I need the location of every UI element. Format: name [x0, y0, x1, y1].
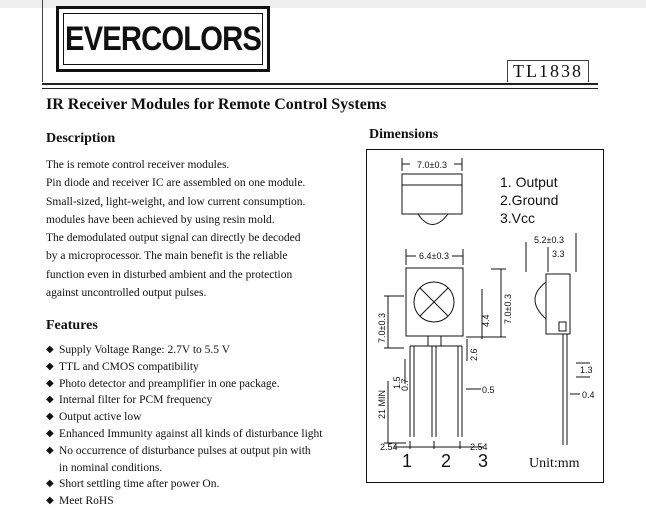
dim-label: 3.3	[552, 249, 565, 259]
feature-text: TTL and CMOS compatibility	[59, 360, 199, 373]
dim-label: 1.3	[580, 365, 593, 375]
drawing-frame	[366, 149, 604, 483]
dim-label: 2.6	[469, 348, 479, 361]
dimensions-drawing: 7.0±0.3 1. Output 2.Ground 3.Vcc 5.2±0.3…	[366, 149, 604, 483]
diamond-bullet-icon: ◆	[46, 344, 54, 355]
description-line: The demodulated output signal can direct…	[46, 232, 301, 245]
diamond-bullet-icon: ◆	[46, 377, 54, 389]
feature-text: Internal filter for PCM frequency	[59, 394, 213, 407]
feature-item: ◆ Internal filter for PCM frequency	[46, 392, 376, 409]
description-line: against uncontrolled output pulses.	[46, 287, 207, 300]
description-line: function even in disturbed ambient and t…	[46, 268, 293, 281]
dim-label: 7.0±0.3	[377, 313, 387, 343]
dim-label: 5.2±0.3	[534, 235, 564, 245]
dim-label: 0.4	[582, 390, 595, 400]
diamond-bullet-icon: ◆	[46, 495, 54, 507]
header-rule-thick	[42, 83, 598, 85]
dim-label: 2.54	[380, 442, 398, 452]
side-view-notch	[558, 321, 567, 332]
feature-item: ◆ Short settling time after power On.	[46, 476, 376, 493]
pin-number: 1	[402, 451, 412, 471]
description-line: by a microprocessor. The main benefit is…	[46, 250, 288, 263]
pin-legend: 3.Vcc	[500, 210, 535, 226]
description-text: The is remote control receiver modules. …	[46, 156, 366, 302]
pin-legend: 1. Output	[500, 174, 558, 190]
pin-number: 2	[441, 451, 451, 471]
diamond-bullet-icon: ◆	[46, 360, 54, 372]
pin-legend: 2.Ground	[500, 192, 558, 208]
dim-label: 4.4	[481, 314, 491, 327]
feature-text: No occurrence of disturbance pulses at o…	[59, 444, 311, 457]
dim-label: 7.0±0.3	[417, 160, 447, 170]
description-heading: Description	[46, 131, 116, 146]
top-view-lens	[417, 213, 449, 225]
unit-label: Unit:mm	[529, 456, 580, 471]
document-title: IR Receiver Modules for Remote Control S…	[46, 96, 387, 113]
feature-text: Supply Voltage Range: 2.7V to 5.5 V	[59, 344, 231, 356]
diamond-bullet-icon: ◆	[46, 427, 54, 439]
top-bar	[0, 0, 646, 8]
dim-label: 2.54	[470, 442, 488, 452]
part-number: TL1838	[507, 60, 589, 82]
feature-item: ◆ TTL and CMOS compatibility	[46, 359, 376, 376]
header-left-rule	[42, 0, 43, 82]
feature-item: ◆ Enhanced Immunity against all kinds of …	[46, 426, 376, 443]
diamond-bullet-icon: ◆	[46, 411, 54, 423]
features-list: ◆ Supply Voltage Range: 2.7V to 5.5 V ◆ TT…	[46, 342, 376, 510]
feature-text: Photo detector and preamplifier in one p…	[59, 377, 280, 390]
diamond-bullet-icon: ◆	[46, 478, 54, 490]
dim-label: 0.5	[482, 385, 495, 395]
dim-label: 6.4±0.3	[419, 251, 449, 261]
feature-text: Meet RoHS	[59, 495, 114, 508]
dim-label: 7.0±0.3	[503, 294, 513, 324]
top-view-body	[401, 173, 463, 215]
feature-text: Output active low	[59, 411, 142, 424]
side-view-lens	[534, 281, 547, 320]
diamond-bullet-icon: ◆	[46, 394, 54, 406]
description-line: Small-sized, light-weight, and low curre…	[46, 195, 306, 208]
brand-logo-text: EVERCOLORS	[64, 19, 262, 58]
description-line: modules have been achieved by using resi…	[46, 213, 275, 226]
side-view-body	[545, 273, 571, 335]
feature-item: ◆ Output active low	[46, 409, 376, 426]
header-rule-thin	[42, 88, 598, 89]
pin-base	[427, 335, 442, 347]
feature-item: ◆ No occurrence of disturbance pulses at …	[46, 443, 376, 477]
brand-logo-inner: EVERCOLORS	[63, 13, 263, 65]
feature-text: Short settling time after power On.	[59, 478, 220, 491]
pin-number: 3	[478, 451, 488, 471]
brand-logo: EVERCOLORS	[56, 6, 270, 72]
features-heading: Features	[46, 318, 98, 333]
dim-label: 1.5	[392, 376, 402, 389]
description-line: The is remote control receiver modules.	[46, 159, 230, 171]
dim-label: 21 MIN	[377, 390, 387, 419]
feature-item: ◆ Photo detector and preamplifier in one …	[46, 376, 376, 393]
feature-text: Enhanced Immunity against all kinds of d…	[59, 427, 323, 440]
lens-cross	[419, 287, 449, 317]
dim-label: 0.7	[400, 378, 410, 391]
front-view-lens	[413, 281, 455, 323]
description-line: Pin diode and receiver IC are assembled …	[46, 177, 306, 190]
feature-text-multiline: No occurrence of disturbance pulses at o…	[59, 443, 311, 477]
dimensions-heading: Dimensions	[369, 127, 439, 142]
feature-item: ◆ Supply Voltage Range: 2.7V to 5.5 V	[46, 342, 376, 359]
feature-item: ◆ Meet RoHS	[46, 493, 376, 510]
feature-text: in nominal conditions.	[59, 461, 163, 474]
diamond-bullet-icon: ◆	[46, 444, 54, 456]
